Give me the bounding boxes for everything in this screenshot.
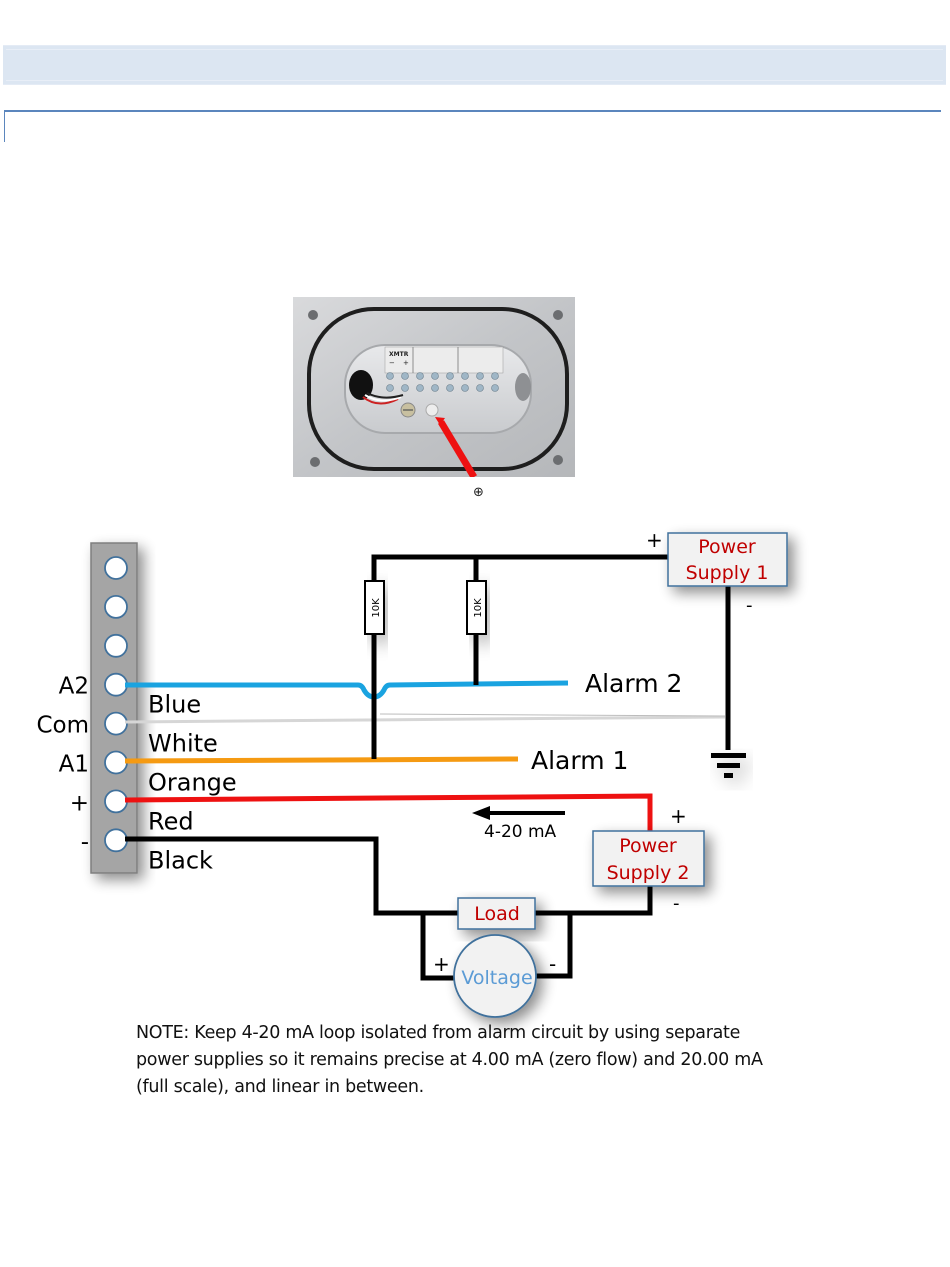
- terminal-label: A2: [59, 674, 89, 700]
- power-supply-2-minus: -: [673, 893, 680, 914]
- resistor-2: [466, 580, 487, 635]
- terminal-screw: [104, 633, 128, 658]
- wire-color-label: White: [148, 730, 218, 758]
- power-supply-2-label-line2: Supply 2: [607, 862, 690, 884]
- wire-meter-minus: [534, 913, 573, 979]
- terminal-screw: [104, 828, 128, 853]
- power-supply-1-label-line2: Supply 1: [686, 562, 769, 584]
- wire-red-plus: [124, 793, 653, 832]
- wire-black-minus: [125, 836, 458, 916]
- pointer-arrow-head: [435, 417, 445, 425]
- section-divider-tick: [4, 110, 5, 142]
- side-port: [515, 373, 531, 401]
- wire-white-com-edge: [379, 713, 726, 717]
- power-supply-1-label-line1: Power: [698, 536, 756, 558]
- wire-orange-a1: [124, 756, 519, 764]
- cable-red: [362, 396, 399, 405]
- load-label: Load: [474, 903, 520, 925]
- wire-color-label: Red: [148, 807, 194, 835]
- terminal-screws: [386, 372, 499, 392]
- mount-screw: [553, 310, 563, 320]
- wire-alarm-bus: [371, 554, 668, 759]
- resistor-2-label: 10K: [473, 598, 484, 618]
- power-supply-1-box: [667, 532, 788, 587]
- mount-screw: [308, 310, 318, 320]
- voltage-meter: [453, 934, 537, 1018]
- cable-black: [366, 392, 404, 399]
- terminal-label: -: [81, 829, 89, 855]
- ground-marker-label: ⊕: [473, 485, 484, 500]
- terminal-block: [90, 542, 138, 874]
- power-supply-1-plus: +: [646, 528, 663, 552]
- resistor-1: [364, 580, 385, 635]
- terminal-screw: [104, 789, 128, 814]
- resistor-1-label: 10K: [371, 598, 382, 618]
- cable-white: [364, 394, 402, 402]
- o-ring-gasket: [307, 307, 569, 471]
- ground-point: [425, 403, 439, 417]
- header-band: [3, 45, 946, 85]
- terminal-screw: [104, 556, 128, 580]
- terminal-label: A1: [59, 752, 89, 778]
- xmtr-label: XMTR: [389, 351, 409, 358]
- current-arrow-icon: [472, 806, 490, 820]
- section-divider: [4, 110, 941, 112]
- power-supply-2-label-line1: Power: [619, 835, 677, 857]
- xmtr-minus-label: −: [389, 359, 395, 367]
- xmtr-plus-label: +: [403, 359, 409, 367]
- terminal-screw: [104, 750, 128, 775]
- note-text: NOTE: Keep 4-20 mA loop isolated from al…: [136, 1023, 763, 1097]
- wire-load-to-supply2: [535, 885, 653, 916]
- wire-color-label: Blue: [148, 691, 201, 719]
- cable-gland: [349, 370, 373, 400]
- pointer-arrow-shaft: [437, 420, 478, 477]
- mount-screw: [310, 457, 320, 467]
- ground-icon: [711, 753, 746, 778]
- terminal-screw: [104, 595, 128, 619]
- alarm-1-label: Alarm 1: [531, 746, 628, 775]
- terminal-screw: [104, 672, 128, 697]
- load-box: [457, 897, 536, 930]
- voltage-meter-plus: +: [433, 952, 450, 976]
- power-supply-1-minus: -: [746, 595, 753, 616]
- power-supply-2-box: [592, 830, 705, 887]
- terminal-screw: [104, 711, 128, 736]
- voltage-meter-minus: -: [549, 952, 556, 976]
- wire-white-com: [124, 715, 726, 724]
- mount-screw: [553, 455, 563, 465]
- current-loop-label: 4-20 mA: [484, 822, 557, 842]
- terminal-label: Com: [36, 713, 89, 739]
- enclosure-photo: XMTR − +: [293, 297, 575, 477]
- wire-color-label: Orange: [148, 769, 237, 797]
- voltage-meter-label: Voltage: [461, 967, 532, 989]
- terminal-label: +: [70, 790, 89, 816]
- alarm-2-label: Alarm 2: [585, 669, 682, 698]
- power-supply-2-plus: +: [670, 804, 687, 828]
- wire-color-label: Black: [148, 846, 213, 874]
- terminal-label-strip: [384, 346, 504, 374]
- wire-meter-plus: [420, 913, 456, 981]
